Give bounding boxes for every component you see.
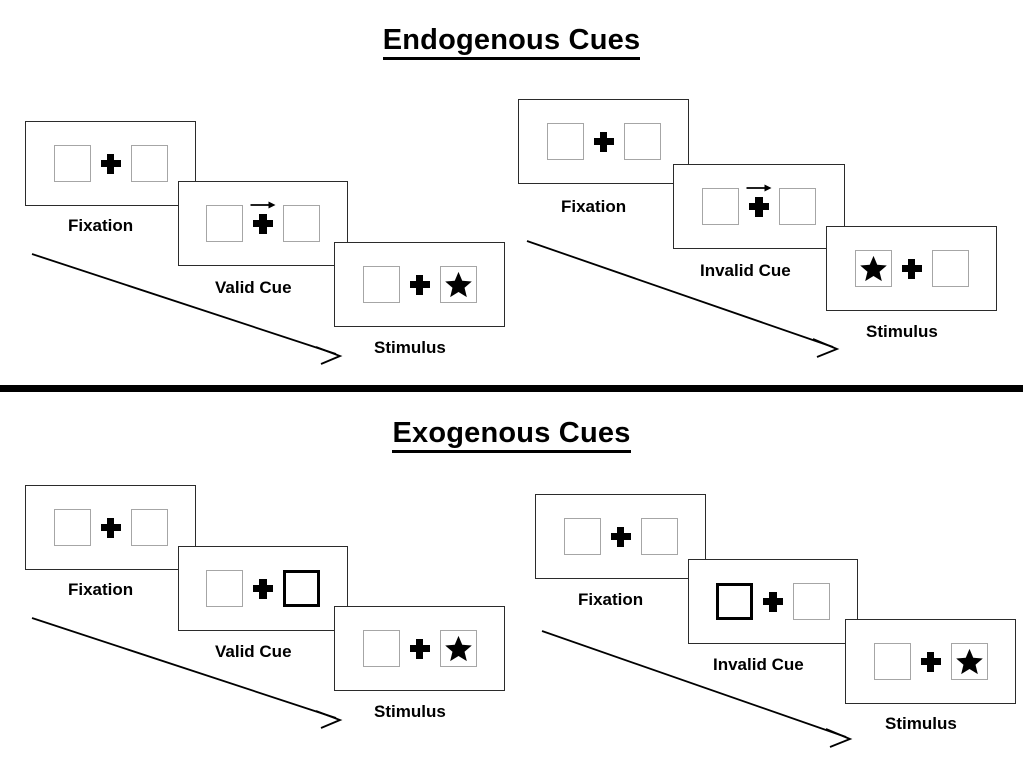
frame-content: [846, 620, 1015, 703]
section-title-endogenous: Endogenous Cues: [0, 24, 1023, 60]
cue-box-left[interactable]: [716, 583, 753, 620]
frame-content: [26, 486, 195, 569]
frame-content: [536, 495, 705, 578]
fixation-cross-icon: [892, 247, 932, 291]
trial-frame-exogenous-invalid-cue[interactable]: [688, 559, 858, 644]
frame-content: [519, 100, 688, 183]
frame-content: [674, 165, 844, 248]
fixation-cross-icon: [91, 142, 131, 186]
frame-caption-endogenous-invalid-fixation: Fixation: [561, 197, 627, 216]
frame-caption-exogenous-valid-fixation: Fixation: [68, 580, 134, 599]
placeholder-box-right[interactable]: [130, 509, 168, 546]
trial-frame-endogenous-valid-fixation[interactable]: [25, 121, 196, 206]
section-divider: [0, 385, 1023, 392]
target-box-right[interactable]: [439, 630, 477, 667]
trial-frame-exogenous-valid-fixation[interactable]: [25, 485, 196, 570]
star-target-icon: [955, 647, 984, 676]
placeholder-box-right[interactable]: [283, 205, 320, 242]
fixation-cross-icon: [601, 515, 641, 559]
fixation-cross-icon: [400, 627, 440, 671]
fixation-cross-icon: [400, 263, 440, 307]
placeholder-box-left[interactable]: [702, 188, 739, 225]
frame-content: [179, 182, 347, 265]
placeholder-box-left[interactable]: [206, 570, 243, 607]
trial-frame-exogenous-valid-cue[interactable]: [178, 546, 348, 631]
placeholder-box-left[interactable]: [362, 630, 400, 667]
fixation-cross-icon: [243, 567, 283, 611]
frame-caption-endogenous-valid-fixation: Fixation: [68, 216, 134, 235]
frame-content: [335, 243, 504, 326]
placeholder-box-right[interactable]: [779, 188, 816, 225]
right-arrow-cue-icon: [746, 183, 773, 193]
placeholder-box-right[interactable]: [793, 583, 830, 620]
placeholder-box-right[interactable]: [623, 123, 661, 160]
placeholder-box-left[interactable]: [873, 643, 911, 680]
frame-caption-endogenous-invalid-stimulus: Stimulus: [866, 322, 938, 341]
star-target-icon: [444, 634, 473, 663]
frame-content: [827, 227, 996, 310]
trial-frame-exogenous-invalid-stimulus[interactable]: [845, 619, 1016, 704]
frame-caption-endogenous-invalid-cue: Invalid Cue: [700, 261, 791, 280]
trial-frame-endogenous-invalid-cue[interactable]: [673, 164, 845, 249]
fixation-cross-icon: [739, 183, 779, 229]
fixation-cross-icon: [753, 580, 793, 624]
frame-caption-exogenous-invalid-cue: Invalid Cue: [713, 655, 804, 674]
placeholder-box-right[interactable]: [931, 250, 969, 287]
section-title-endogenous-text: Endogenous Cues: [382, 24, 641, 60]
right-arrow-cue-icon: [250, 200, 277, 210]
trial-frame-exogenous-invalid-fixation[interactable]: [535, 494, 706, 579]
placeholder-box-left[interactable]: [362, 266, 400, 303]
trial-frame-endogenous-valid-cue[interactable]: [178, 181, 348, 266]
fixation-cross-icon: [584, 120, 624, 164]
target-box-right[interactable]: [950, 643, 988, 680]
placeholder-box-left[interactable]: [206, 205, 243, 242]
trial-frame-endogenous-valid-stimulus[interactable]: [334, 242, 505, 327]
target-box-right[interactable]: [439, 266, 477, 303]
star-target-icon: [444, 270, 473, 299]
placeholder-box-left[interactable]: [563, 518, 601, 555]
time-progression-arrow-icon-endogenous-invalid: [523, 235, 848, 360]
frame-caption-exogenous-invalid-stimulus: Stimulus: [885, 714, 957, 733]
time-progression-arrow-icon-endogenous-valid: [28, 248, 353, 368]
frame-content: [335, 607, 504, 690]
target-box-left[interactable]: [854, 250, 892, 287]
trial-frame-endogenous-invalid-fixation[interactable]: [518, 99, 689, 184]
frame-caption-exogenous-valid-stimulus: Stimulus: [374, 702, 446, 721]
frame-caption-exogenous-valid-cue: Valid Cue: [215, 642, 292, 661]
fixation-cross-icon: [243, 200, 283, 246]
placeholder-box-left[interactable]: [546, 123, 584, 160]
placeholder-box-right[interactable]: [130, 145, 168, 182]
frame-caption-endogenous-valid-cue: Valid Cue: [215, 278, 292, 297]
placeholder-box-left[interactable]: [53, 509, 91, 546]
fixation-cross-icon: [91, 506, 131, 550]
frame-content: [179, 547, 347, 630]
placeholder-box-left[interactable]: [53, 145, 91, 182]
frame-caption-exogenous-invalid-fixation: Fixation: [578, 590, 644, 609]
frame-content: [689, 560, 857, 643]
frame-caption-endogenous-valid-stimulus: Stimulus: [374, 338, 446, 357]
section-title-exogenous-text: Exogenous Cues: [392, 417, 631, 453]
section-title-exogenous: Exogenous Cues: [0, 417, 1023, 453]
cue-box-right[interactable]: [283, 570, 320, 607]
placeholder-box-right[interactable]: [640, 518, 678, 555]
frame-content: [26, 122, 195, 205]
trial-frame-endogenous-invalid-stimulus[interactable]: [826, 226, 997, 311]
trial-frame-exogenous-valid-stimulus[interactable]: [334, 606, 505, 691]
star-target-icon: [859, 254, 888, 283]
fixation-cross-icon: [911, 640, 951, 684]
